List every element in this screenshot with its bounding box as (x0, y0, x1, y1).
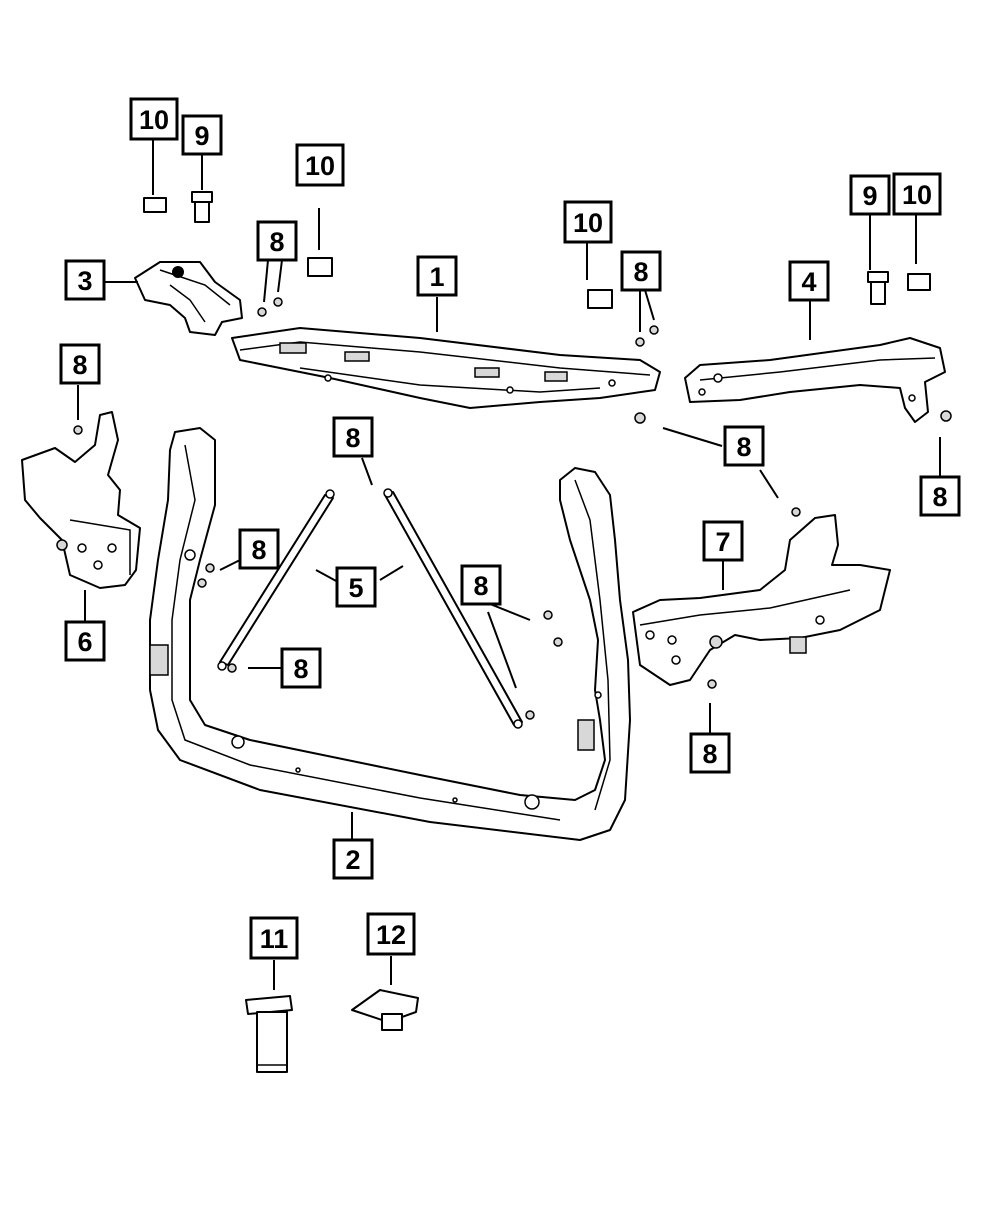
clip-nut-12-part (351, 989, 419, 1031)
bolt-9-right-part (867, 271, 889, 305)
callout-10-c-label: 10 (573, 208, 603, 238)
callout-8-h: 8 (460, 564, 502, 606)
left-upper-bracket-part (134, 261, 243, 336)
callout-10-a-label: 10 (139, 105, 169, 135)
callout-8-c: 8 (59, 343, 101, 385)
right-headlamp-bracket-part (632, 514, 891, 686)
clip-10-part-d (907, 273, 931, 291)
bolt-9-left-part (191, 191, 213, 223)
callout-8-a: 8 (256, 220, 298, 262)
callout-3: 3 (64, 259, 106, 301)
radiator-support-frame-part (149, 427, 631, 841)
callout-11: 11 (249, 916, 299, 960)
callout-8-c-label: 8 (72, 350, 87, 380)
callout-8-f-label: 8 (932, 482, 947, 512)
left-diagonal-brace-part (217, 489, 335, 671)
callout-10-d-label: 10 (902, 180, 932, 210)
upper-crossmember-part (231, 327, 661, 409)
right-diagonal-brace-part (383, 488, 523, 729)
callout-9-right-label: 9 (862, 181, 877, 211)
callout-8-d-label: 8 (345, 423, 360, 453)
callout-12-label: 12 (376, 920, 406, 950)
callout-8-a-label: 8 (269, 227, 284, 257)
callout-10-c: 10 (563, 200, 613, 244)
callout-8-i-label: 8 (293, 654, 308, 684)
left-headlamp-bracket-part (21, 411, 141, 589)
callout-9-left-label: 9 (194, 121, 209, 151)
callout-7: 7 (702, 520, 744, 562)
callout-5: 5 (335, 566, 377, 608)
callout-8-h-label: 8 (473, 571, 488, 601)
callout-3-label: 3 (77, 266, 92, 296)
callout-8-f: 8 (919, 475, 961, 517)
callout-8-b: 8 (620, 250, 662, 292)
callout-8-j-label: 8 (702, 739, 717, 769)
callout-9-left: 9 (181, 114, 223, 156)
callout-12: 12 (366, 912, 416, 956)
callout-1-label: 1 (429, 262, 444, 292)
clip-10-part-c (587, 289, 613, 309)
fastener-8-group (73, 297, 952, 720)
callout-5-label: 5 (348, 573, 363, 603)
callout-10-b: 10 (295, 143, 345, 187)
callout-8-j: 8 (689, 732, 731, 774)
clip-10-part-b (307, 257, 333, 277)
callout-2: 2 (332, 838, 374, 880)
callout-6-label: 6 (77, 627, 92, 657)
pin-bolt-11-part (245, 995, 293, 1073)
callout-4: 4 (788, 260, 830, 302)
right-upper-bracket-part (684, 337, 946, 423)
callout-8-d: 8 (332, 416, 374, 458)
callout-8-e-label: 8 (736, 432, 751, 462)
callout-10-a: 10 (129, 97, 179, 141)
callout-10-d: 10 (892, 172, 942, 216)
callout-8-b-label: 8 (633, 257, 648, 287)
clip-10-part-a (143, 197, 167, 213)
callout-8-g: 8 (238, 528, 280, 570)
callout-1: 1 (416, 255, 458, 297)
callout-10-b-label: 10 (305, 151, 335, 181)
callout-8-g-label: 8 (251, 535, 266, 565)
callout-6: 6 (64, 620, 106, 662)
callout-2-label: 2 (345, 845, 360, 875)
callout-11-label: 11 (260, 924, 289, 954)
callout-9-right: 9 (849, 174, 891, 216)
callout-4-label: 4 (801, 267, 816, 297)
callout-8-i: 8 (280, 647, 322, 689)
callout-8-e: 8 (723, 425, 765, 467)
callout-7-label: 7 (715, 527, 730, 557)
leader-lines (77, 140, 941, 990)
